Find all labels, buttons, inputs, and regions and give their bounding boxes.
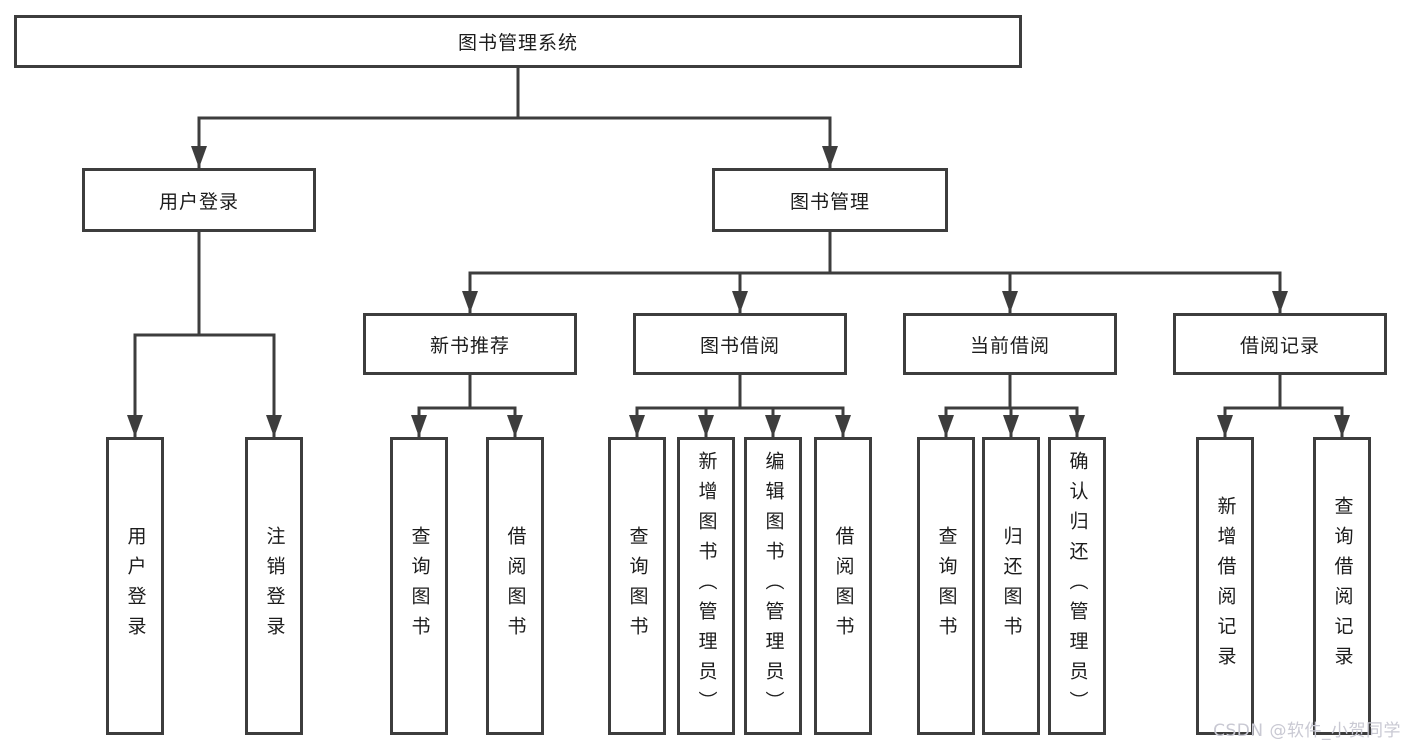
- root-node-library-system: 图书管理系统: [14, 15, 1022, 68]
- branch-book-management-label: 图书管理: [789, 190, 870, 213]
- edge-book-management-trunk: [468, 230, 1282, 275]
- edge-root-trunk: [197, 66, 832, 120]
- node-borrow-records-label: 借阅记录: [1239, 334, 1320, 357]
- leaf-user-login: 用户登录: [106, 437, 164, 735]
- edge-current-borrow-trunk: [944, 373, 1079, 410]
- csdn-watermark: CSDN @软件_小贺同学: [1213, 721, 1401, 741]
- leaf-add-borrow-record: 新增借阅记录: [1196, 437, 1254, 735]
- node-new-book-recommend: 新书推荐: [363, 313, 577, 375]
- leaf-logout-label: 注销登录: [263, 526, 286, 646]
- leaf-query-books-2: 查询图书: [608, 437, 666, 735]
- leaf-query-books-3-label: 查询图书: [935, 526, 958, 646]
- branch-user-login-label: 用户登录: [158, 190, 239, 213]
- leaf-confirm-return-admin: 确认归还（管理员）: [1048, 437, 1106, 735]
- node-new-book-recommend-label: 新书推荐: [429, 334, 510, 357]
- edge-new-book-trunk: [417, 373, 517, 410]
- leaf-user-login-label: 用户登录: [124, 526, 147, 646]
- node-current-borrow-label: 当前借阅: [969, 334, 1050, 357]
- leaf-confirm-return-admin-label: 确认归还（管理员）: [1066, 451, 1089, 721]
- leaf-borrow-books-2: 借阅图书: [814, 437, 872, 735]
- leaf-add-borrow-record-label: 新增借阅记录: [1214, 496, 1237, 676]
- leaf-query-books-3: 查询图书: [917, 437, 975, 735]
- branch-node-user-login: 用户登录: [82, 168, 316, 232]
- leaf-return-book: 归还图书: [982, 437, 1040, 735]
- edge-user-login-trunk: [133, 230, 276, 337]
- node-book-borrow-label: 图书借阅: [699, 334, 780, 357]
- leaf-edit-book-admin-label: 编辑图书（管理员）: [762, 451, 785, 721]
- edge-borrow-records-trunk: [1223, 373, 1344, 410]
- leaf-query-books-1-label: 查询图书: [408, 526, 431, 646]
- root-node-label: 图书管理系统: [457, 32, 578, 54]
- leaf-query-books-2-label: 查询图书: [626, 526, 649, 646]
- branch-node-book-management: 图书管理: [712, 168, 948, 232]
- leaf-logout: 注销登录: [245, 437, 303, 735]
- leaf-query-books-1: 查询图书: [390, 437, 448, 735]
- leaf-add-book-admin: 新增图书（管理员）: [677, 437, 735, 735]
- node-current-borrow: 当前借阅: [903, 313, 1117, 375]
- leaf-return-book-label: 归还图书: [1000, 526, 1023, 646]
- leaf-borrow-books-1: 借阅图书: [486, 437, 544, 735]
- leaf-edit-book-admin: 编辑图书（管理员）: [744, 437, 802, 735]
- leaf-query-borrow-record: 查询借阅记录: [1313, 437, 1371, 735]
- node-book-borrow: 图书借阅: [633, 313, 847, 375]
- leaf-query-borrow-record-label: 查询借阅记录: [1331, 496, 1354, 676]
- edge-book-borrow-trunk: [635, 373, 845, 410]
- node-borrow-records: 借阅记录: [1173, 313, 1387, 375]
- leaf-borrow-books-2-label: 借阅图书: [832, 526, 855, 646]
- leaf-borrow-books-1-label: 借阅图书: [504, 526, 527, 646]
- leaf-add-book-admin-label: 新增图书（管理员）: [695, 451, 718, 721]
